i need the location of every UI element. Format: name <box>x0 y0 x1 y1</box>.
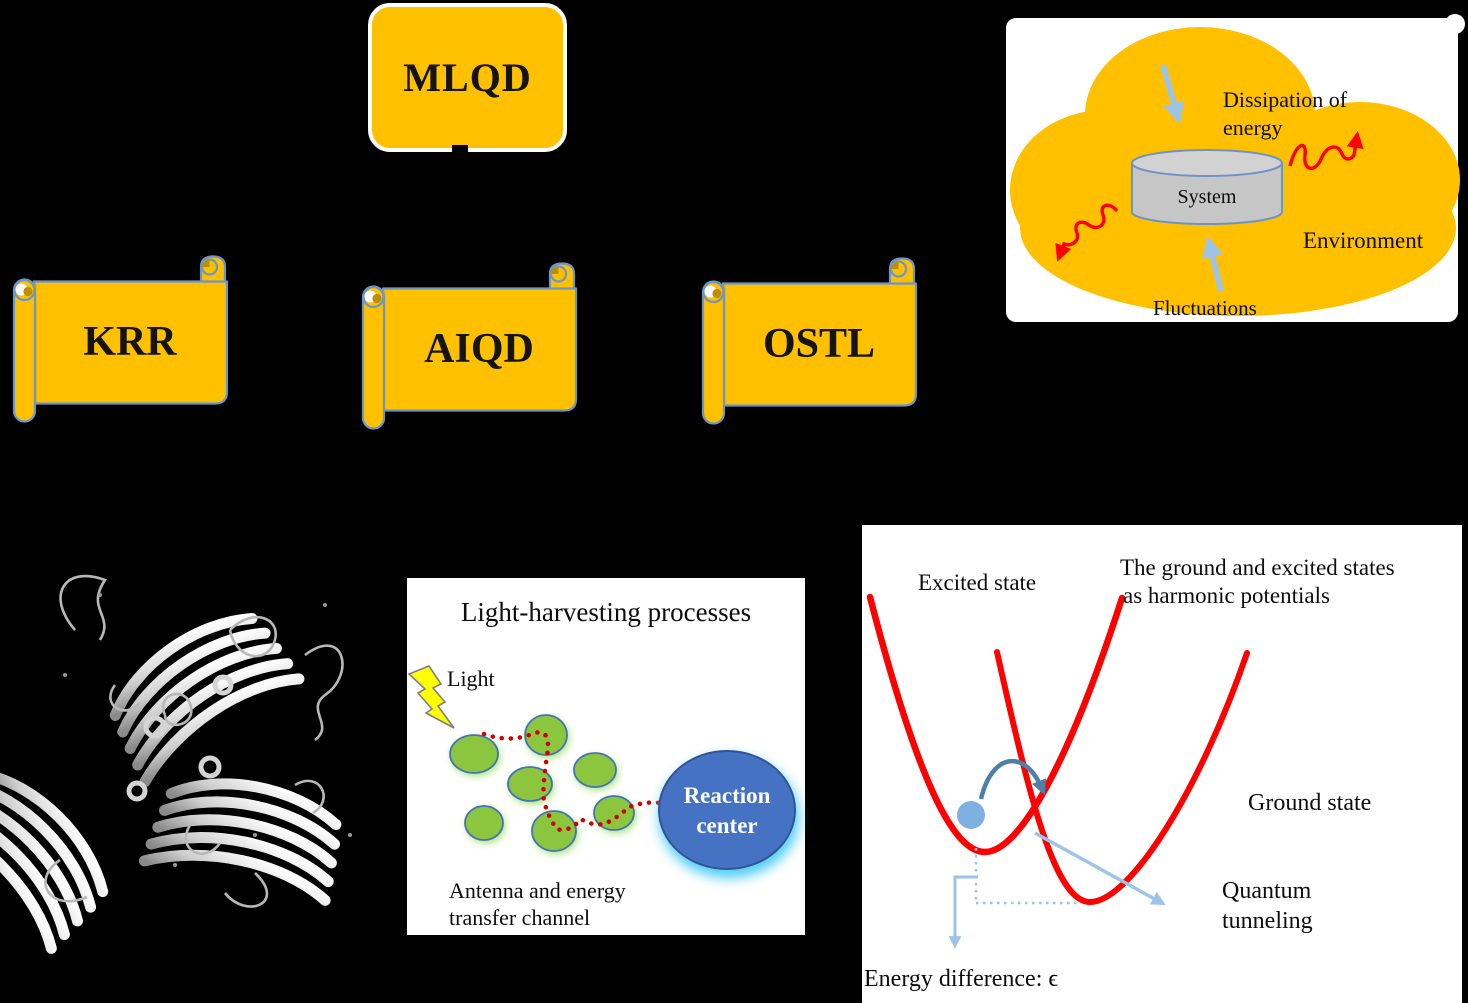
scroll-aiqd: AIQD <box>361 262 578 430</box>
energy-difference-arrow <box>948 875 978 949</box>
particle-ball-icon <box>957 801 985 829</box>
protein-structure-image <box>5 574 395 935</box>
energy-difference-label: Energy difference: ϵ <box>864 966 1058 992</box>
fluctuations-label: Fluctuations <box>1153 296 1257 320</box>
dissipation-wave-left-icon <box>1055 203 1119 262</box>
system-label: System <box>1178 186 1237 208</box>
ground-state-label: Ground state <box>1248 790 1371 816</box>
scroll-aiqd-label: AIQD <box>424 326 534 372</box>
connector-stub <box>452 145 468 157</box>
energy-in-arrow <box>1160 64 1185 125</box>
tunneling-label-line2: tunneling <box>1222 908 1313 934</box>
antenna-caption-line1: Antenna and energy <box>449 878 626 903</box>
scroll-ostl-label: OSTL <box>763 321 875 367</box>
scroll-krr-label: KRR <box>83 319 177 365</box>
flowchart-root-label: MLQD <box>403 55 532 100</box>
antenna-sites <box>449 714 635 852</box>
excited-potential-curve <box>866 593 1126 856</box>
fluctuations-arrow <box>1202 235 1224 292</box>
tunneling-label-line1: Quantum <box>1222 878 1312 904</box>
protein-loops <box>44 574 344 908</box>
scroll-ostl: OSTL <box>701 257 918 425</box>
light-harvesting-title: Light-harvesting processes <box>461 597 751 627</box>
harmonic-potentials-panel: Excited state The ground and excited sta… <box>862 525 1462 1003</box>
dissipation-label-line2: energy <box>1223 115 1282 140</box>
excited-state-label: Excited state <box>918 570 1036 595</box>
ground-potential-curve <box>994 649 1250 906</box>
panel-corner-tab <box>1445 14 1465 34</box>
caption-line1: The ground and excited states <box>1120 555 1395 580</box>
lightning-icon <box>407 665 455 729</box>
light-harvesting-panel: Light-harvesting processes Light Reactio… <box>407 578 805 935</box>
reaction-center-label-line1: Reaction <box>684 783 771 808</box>
reaction-center-icon <box>658 750 796 870</box>
reaction-center-label-line2: center <box>696 813 757 838</box>
tunneling-arrow <box>1034 831 1166 906</box>
protein-helices <box>126 674 234 802</box>
system-cylinder-icon <box>1131 149 1283 225</box>
protein-fragments <box>63 593 352 867</box>
caption-line2: as harmonic potentials <box>1123 583 1330 608</box>
panel-background <box>862 525 1462 1003</box>
system-environment-panel: System Dissipation of energy Environment… <box>1006 14 1465 322</box>
flowchart-root-box: MLQD <box>368 3 567 152</box>
energy-transfer-path <box>481 730 704 833</box>
light-label: Light <box>447 666 495 691</box>
antenna-caption-line2: transfer channel <box>449 905 590 930</box>
hop-arrow <box>978 759 1047 800</box>
scroll-krr: KRR <box>12 255 229 423</box>
dissipation-label-line1: Dissipation of <box>1223 87 1348 112</box>
dissipation-wave-right-icon <box>1288 130 1364 170</box>
environment-label: Environment <box>1303 228 1424 253</box>
